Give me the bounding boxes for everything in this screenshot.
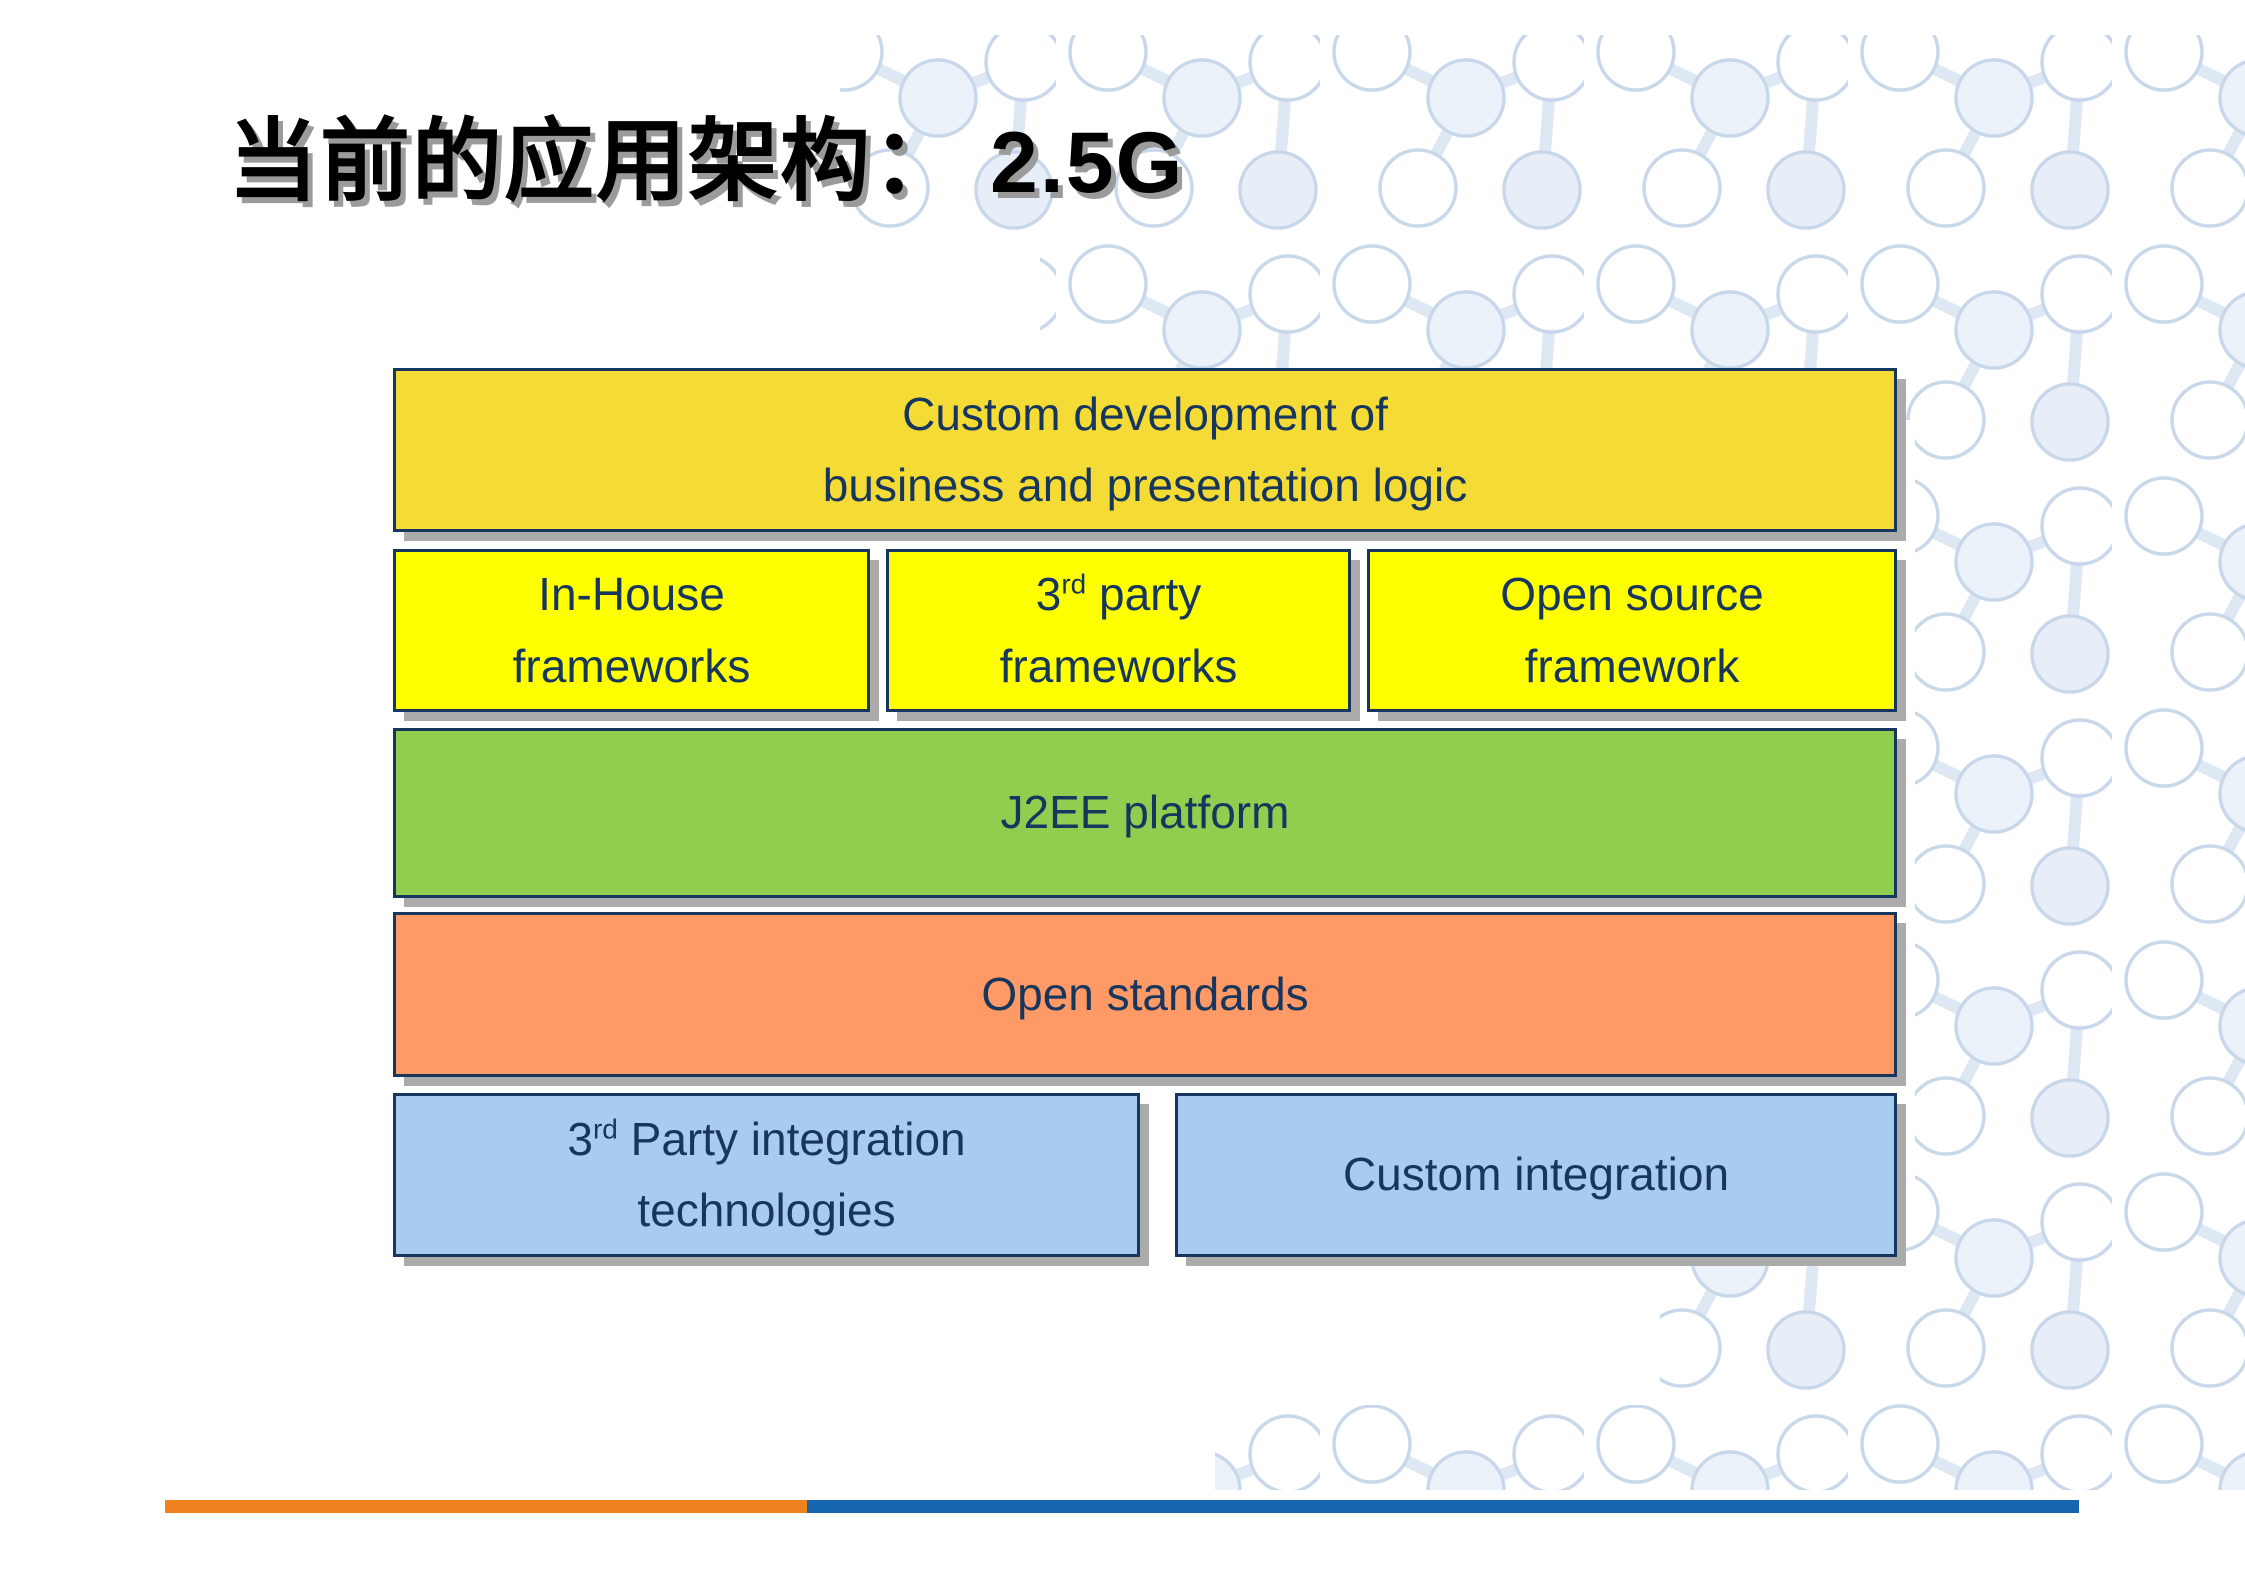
- page-title-chinese: 当前的应用架构：: [228, 113, 964, 212]
- layer-3rd-party-frameworks-line2: frameworks: [999, 639, 1238, 692]
- layer-3rd-party-frameworks-line1: 3rd party: [1035, 568, 1202, 621]
- layer-open-source-framework-line2: framework: [1524, 639, 1740, 692]
- layer-inhouse-frameworks: In-House frameworks: [393, 549, 870, 712]
- layer-custom-development-line2: business and presentation logic: [822, 459, 1468, 511]
- layer-open-source-framework: Open source framework: [1367, 549, 1897, 712]
- footer-rule-blue-segment: [807, 1500, 2079, 1513]
- layer-inhouse-frameworks-line1: In-House: [538, 568, 725, 621]
- layer-j2ee-platform: J2EE platform: [393, 728, 1897, 898]
- layer-open-standards: Open standards: [393, 912, 1897, 1077]
- page-title: 当前的应用架构： 2.5G: [228, 88, 1184, 218]
- layer-custom-integration: Custom integration: [1175, 1093, 1897, 1257]
- layer-3rd-party-integration-line2: technologies: [637, 1184, 896, 1236]
- layer-custom-development: Custom development of business and prese…: [393, 368, 1897, 532]
- layer-custom-integration-label: Custom integration: [1342, 1148, 1730, 1201]
- layer-custom-development-line1: Custom development of: [902, 387, 1388, 440]
- ordinal-superscript: rd: [592, 1113, 618, 1145]
- layer-j2ee-platform-label: J2EE platform: [1000, 786, 1290, 839]
- layer-3rd-party-frameworks: 3rd party frameworks: [886, 549, 1351, 712]
- layer-open-source-framework-line1: Open source: [1500, 568, 1764, 621]
- layer-inhouse-frameworks-line2: frameworks: [512, 639, 751, 692]
- footer-rule-orange-segment: [165, 1500, 807, 1513]
- page-title-suffix: 2.5G: [990, 115, 1185, 211]
- ordinal-superscript: rd: [1061, 568, 1087, 600]
- layer-open-standards-label: Open standards: [981, 967, 1309, 1020]
- layer-3rd-party-integration: 3rd Party integration technologies: [393, 1093, 1140, 1257]
- layer-3rd-party-integration-line1: 3rd Party integration: [567, 1112, 966, 1165]
